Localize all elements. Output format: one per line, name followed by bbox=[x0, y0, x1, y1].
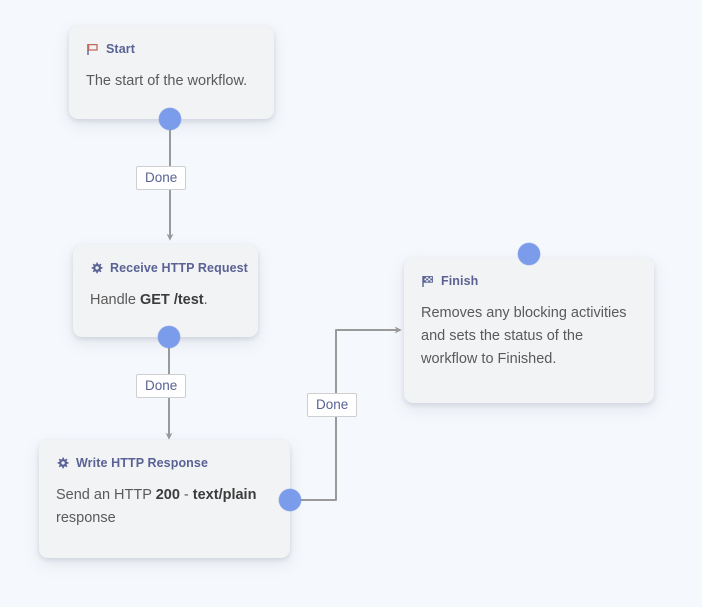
node-write-http-response-title: Write HTTP Response bbox=[76, 456, 209, 470]
body-middle: - bbox=[179, 487, 193, 503]
checkered-flag-icon bbox=[421, 275, 436, 289]
node-write-http-response-body: Send an HTTP 200 - text/plain response bbox=[56, 484, 273, 530]
node-finish-body: Removes any blocking activities and sets… bbox=[421, 302, 636, 371]
body-bold: GET /test bbox=[139, 292, 204, 308]
edge-label-start-to-receive[interactable]: Done bbox=[136, 166, 187, 190]
node-finish-body-text: Removes any blocking activities and sets… bbox=[421, 305, 627, 367]
body-prefix: Handle bbox=[90, 292, 140, 308]
node-finish[interactable]: Finish Removes any blocking activities a… bbox=[404, 258, 654, 403]
node-finish-header: Finish bbox=[421, 274, 637, 289]
port-receive-http-request-done[interactable] bbox=[158, 326, 180, 348]
node-start[interactable]: Start The start of the workflow. bbox=[69, 26, 274, 119]
body-bold-status: 200 bbox=[155, 487, 180, 503]
node-start-header: Start bbox=[86, 42, 257, 57]
node-start-body: The start of the workflow. bbox=[86, 70, 257, 93]
body-prefix: Send an HTTP bbox=[56, 487, 156, 503]
body-suffix: . bbox=[203, 292, 208, 308]
node-receive-http-request[interactable]: Receive HTTP Request Handle GET /test. bbox=[73, 245, 258, 337]
gear-icon bbox=[90, 261, 105, 276]
flag-icon bbox=[86, 43, 101, 57]
body-bold-content-type: text/plain bbox=[192, 487, 257, 503]
node-write-http-response[interactable]: Write HTTP Response Send an HTTP 200 - t… bbox=[39, 440, 290, 558]
node-receive-http-request-body: Handle GET /test. bbox=[90, 289, 241, 312]
gear-icon bbox=[56, 456, 71, 471]
node-receive-http-request-header: Receive HTTP Request bbox=[90, 261, 248, 276]
node-receive-http-request-title: Receive HTTP Request bbox=[110, 261, 248, 275]
port-finish-in[interactable] bbox=[518, 243, 540, 265]
edge-label-receive-to-write[interactable]: Done bbox=[136, 374, 187, 398]
node-start-title: Start bbox=[106, 42, 135, 56]
node-finish-title: Finish bbox=[441, 274, 479, 288]
port-write-http-response-done[interactable] bbox=[279, 489, 301, 511]
edge-label-write-to-finish[interactable]: Done bbox=[307, 393, 358, 417]
node-write-http-response-header: Write HTTP Response bbox=[56, 456, 273, 471]
body-suffix: response bbox=[56, 510, 116, 526]
node-start-body-text: The start of the workflow. bbox=[86, 73, 248, 89]
port-start-done[interactable] bbox=[159, 108, 181, 130]
